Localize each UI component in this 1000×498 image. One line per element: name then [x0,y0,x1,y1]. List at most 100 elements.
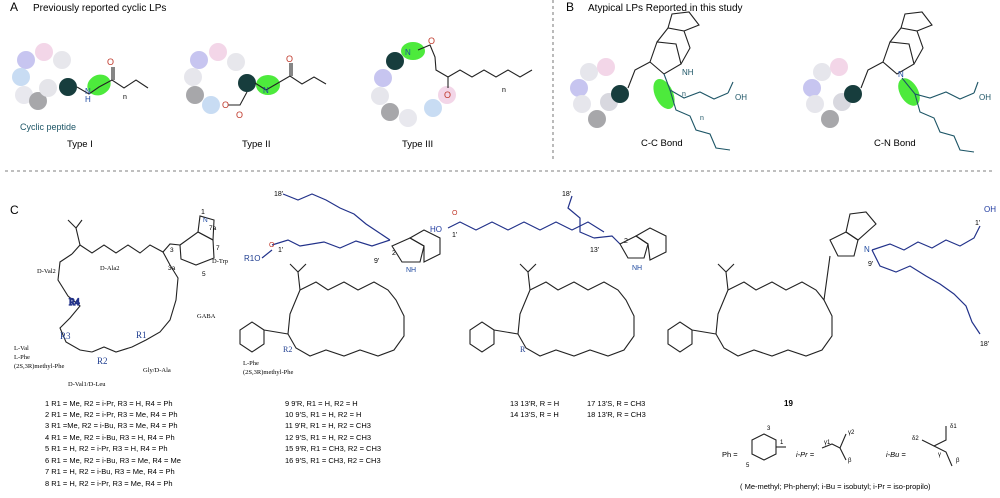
compound-7: 7 R1 = H, R2 = i-Bu, R3 = Me, R4 = Ph [45,467,175,476]
panel-c: C 1 N 7a 3a 3 7 5 D-Trp R4 R3 R2 R1 D-Va… [10,191,996,491]
ho-label: HO [430,225,442,234]
compound-5: 5 R1 = H, R2 = i-Pr, R3 = H, R4 = Ph [45,444,168,453]
panel-c-letter: C [10,203,19,217]
compound-6: 6 R1 = Me, R2 = i-Bu, R3 = Me, R4 = Me [45,456,181,465]
dval2-label: D-Val2 [37,268,56,275]
panel-b: B Atypical LPs Reported in this study NH… [566,0,991,153]
svg-text:H: H [85,95,91,104]
type-i-structure: O H N n Cyclic peptide Type I [12,43,149,150]
svg-text:n: n [502,87,506,94]
compound-list-13-18: 13 13'R, R = H 14 13'S, R = H 17 13'S, R… [510,399,646,419]
panel-b-title: Atypical LPs Reported in this study [588,3,743,14]
substituent-legend: Ph = 3 5 1 i-Pr = γ2 γ1 β i-Bu = δ2 δ1 γ… [722,424,960,491]
svg-text:NH: NH [406,267,416,274]
r2-label-b: R2 [283,345,292,354]
methylphe-label-b: (2S,3R)methyl-Phe [243,369,293,376]
compound-18: 18 13'R, R = CH3 [587,410,646,419]
lphe-label: L-Phe [14,354,30,361]
compound-8: 8 R1 = H, R2 = i-Pr, R3 = Me, R4 = Ph [45,479,173,488]
ibu-label: i-Bu = [886,450,906,459]
compound-12: 12 9'S, R1 = H, R2 = CH3 [285,433,371,442]
type-ii-structure: O N O O Type II [184,43,327,150]
lval-label: L-Val [14,345,29,352]
glyala-label: Gly/D-Ala [143,367,171,374]
cn-bond-label: C-N Bond [874,138,916,149]
panel-a: A Previously reported cyclic LPs O H N n… [10,0,533,150]
cc-bond-structure: NH OH n n C-C Bond [570,11,747,151]
compound-1: 1 R1 = Me, R2 = i-Pr, R3 = H, R4 = Ph [45,399,173,408]
r1-label: R1 [136,330,147,340]
svg-text:NH: NH [632,265,642,272]
svg-text:O: O [107,57,114,67]
dala2-label: D-Ala2 [100,265,120,272]
svg-text:O: O [444,90,451,100]
type-ii-label: Type II [242,139,271,150]
r2-label: R2 [97,356,108,366]
dval1-label: D-Val1/D-Leu [68,381,106,388]
svg-text:3: 3 [767,426,771,432]
ph-label: Ph = [722,450,738,459]
structure-13-18: 18' HO O 1' 13' 2 NH R [430,191,667,357]
svg-text:β: β [848,458,852,464]
c1-label-b: 1' [452,232,457,239]
svg-text:n: n [700,115,704,122]
compound-17: 17 13'S, R = CH3 [587,399,645,408]
c18-label-b: 18' [562,191,571,198]
panel-a-letter: A [10,0,18,14]
gaba-label: GABA [197,313,216,320]
r4-label: R4 [69,297,80,307]
svg-text:5: 5 [746,463,750,469]
svg-text:N: N [203,217,208,224]
c13-label: 13' [590,247,599,254]
compound-3: 3 R1 =Me, R2 = i-Bu, R3 = Me, R4 = Ph [45,421,178,430]
svg-text:1: 1 [780,440,784,446]
structure-9-16: 18' O 1' R1O 9' 2 NH R2 L-Phe (2S,3R)met… [239,191,441,376]
r3-label: R3 [60,331,71,341]
r1o-label: R1O [244,254,260,263]
lphe-label-b: L-Phe [243,360,259,367]
svg-text:N: N [864,245,870,254]
svg-text:1: 1 [201,209,205,216]
c9-label-a: 9' [374,258,379,265]
svg-text:δ2: δ2 [912,436,919,442]
type-iii-structure: N O O n Type III [371,36,533,150]
ipr-label: i-Pr = [796,450,815,459]
compound-4: 4 R1 = Me, R2 = i-Bu, R3 = H, R4 = Ph [45,433,175,442]
svg-text:N: N [898,70,904,79]
type-i-label: Type I [67,139,93,150]
svg-text:O: O [286,54,293,64]
c9-label-b: 9' [868,261,873,268]
compound-16: 16 9'S, R1 = CH3, R2 = CH3 [285,456,381,465]
cn-bond-structure: N OH C-N Bond [803,11,991,153]
compound-19: 19 [784,399,793,408]
panel-b-letter: B [566,0,574,14]
structure-19: N 9' 1' OH 18' 19 [667,205,996,408]
compound-13: 13 13'R, R = H [510,399,559,408]
compound-list-1-8: 1 R1 = Me, R2 = i-Pr, R3 = H, R4 = Ph 2 … [45,399,181,488]
svg-text:O: O [236,110,243,120]
svg-text:7: 7 [216,245,220,252]
svg-text:γ: γ [938,452,941,458]
abbreviation-legend: ( Me-methyl; Ph-phenyl; i-Bu = isobutyl;… [740,482,931,491]
svg-text:NH: NH [682,68,694,77]
compound-10: 10 9'S, R1 = H, R2 = H [285,410,361,419]
svg-text:OH: OH [979,93,991,102]
svg-text:γ2: γ2 [848,430,855,436]
oh-label: OH [984,205,996,214]
compound-9: 9 9'R, R1 = H, R2 = H [285,399,358,408]
svg-text:N: N [85,87,91,96]
cyclic-peptide-label: Cyclic peptide [20,122,76,132]
svg-text:δ1: δ1 [950,424,957,430]
panel-a-title: Previously reported cyclic LPs [33,3,166,14]
cc-bond-label: C-C Bond [641,138,683,149]
svg-text:O: O [222,100,229,110]
svg-text:N: N [263,86,269,95]
r-label: R [520,345,526,354]
dtrp-label: D-Trp [212,258,228,265]
svg-text:O: O [428,36,435,46]
compound-11: 11 9'R, R1 = H, R2 = CH3 [285,421,371,430]
compound-14: 14 13'S, R = H [510,410,559,419]
svg-text:n: n [682,91,686,98]
svg-text:β: β [956,458,960,464]
